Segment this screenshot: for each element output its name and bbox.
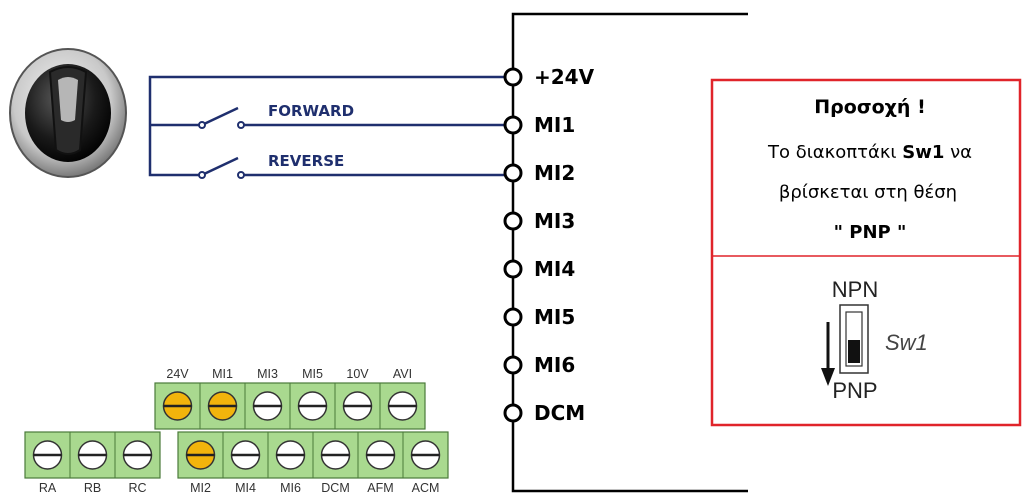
screw-terminal-icon — [297, 391, 328, 421]
forward-switch-label: FORWARD — [268, 102, 354, 120]
dip-npn-label: NPN — [832, 277, 878, 302]
terminal-block-label: MI5 — [302, 367, 323, 381]
screw-terminal-icon — [275, 440, 306, 470]
terminal-mi3-icon — [503, 211, 523, 231]
screw-terminal-icon — [32, 440, 63, 470]
screw-terminal-icon — [207, 391, 238, 421]
terminal-block-label: 24V — [166, 367, 189, 381]
terminal-block-label: ACM — [412, 481, 440, 495]
dip-switch-label: Sw1 — [885, 330, 928, 355]
screw-terminal-icon — [342, 391, 373, 421]
terminal-block: 24V MI1 MI3 MI5 10V AVI RA RB RC MI2 MI4 MI6 DCM AFM A… — [24, 367, 449, 495]
terminal-24v-icon — [503, 67, 523, 87]
reverse-switch-label: REVERSE — [268, 152, 344, 170]
terminal-block-label: DCM — [321, 481, 349, 495]
terminal-mi5-icon — [503, 307, 523, 327]
terminal-label: +24V — [534, 65, 595, 89]
note-line-1: Το διακοπτάκι Sw1 να — [767, 142, 972, 163]
terminal-label: MI1 — [534, 113, 575, 137]
terminal-label: MI5 — [534, 305, 575, 329]
screw-terminal-icon — [230, 440, 261, 470]
terminal-block-label: AFM — [367, 481, 393, 495]
terminal-mi2-icon — [503, 163, 523, 183]
terminal-mi6-icon — [503, 355, 523, 375]
note-line-2: βρίσκεται στη θέση — [779, 182, 957, 203]
screw-terminal-icon — [122, 440, 153, 470]
selector-knob-icon — [9, 48, 127, 178]
terminal-block-label: RC — [128, 481, 146, 495]
terminal-dcm-icon — [503, 403, 523, 423]
drive-frame — [511, 12, 748, 493]
terminal-block-label: 10V — [346, 367, 369, 381]
terminal-block-label: RA — [39, 481, 57, 495]
down-arrow-icon — [821, 322, 835, 386]
terminal-block-label: MI3 — [257, 367, 278, 381]
warning-note: Προσοχή ! Το διακοπτάκι Sw1 να βρίσκεται… — [710, 78, 1022, 427]
terminal-block-label: MI2 — [190, 481, 211, 495]
screw-terminal-icon — [387, 391, 418, 421]
terminal-mi1-icon — [503, 115, 523, 135]
screw-terminal-icon — [162, 391, 193, 421]
dip-switch-icon — [839, 304, 869, 374]
terminal-block-label: RB — [84, 481, 101, 495]
terminal-label: MI6 — [534, 353, 575, 377]
terminal-block-label: MI4 — [235, 481, 256, 495]
note-line-3: " PNP " — [834, 222, 907, 243]
note-title: Προσοχή ! — [814, 96, 925, 118]
terminal-label: MI3 — [534, 209, 575, 233]
terminal-block-label: MI1 — [212, 367, 233, 381]
screw-terminal-icon — [410, 440, 441, 470]
screw-terminal-icon — [252, 391, 283, 421]
screw-terminal-icon — [365, 440, 396, 470]
screw-terminal-icon — [185, 440, 216, 470]
terminal-label: MI4 — [534, 257, 575, 281]
switch-wiring — [148, 75, 510, 177]
terminal-mi4-icon — [503, 259, 523, 279]
dip-pnp-label: PNP — [832, 378, 877, 403]
terminal-block-label: MI6 — [280, 481, 301, 495]
terminal-label: MI2 — [534, 161, 575, 185]
terminal-block-label: AVI — [393, 367, 412, 381]
terminal-label: DCM — [534, 401, 585, 425]
screw-terminal-icon — [77, 440, 108, 470]
screw-terminal-icon — [320, 440, 351, 470]
switch-contacts — [198, 121, 245, 179]
